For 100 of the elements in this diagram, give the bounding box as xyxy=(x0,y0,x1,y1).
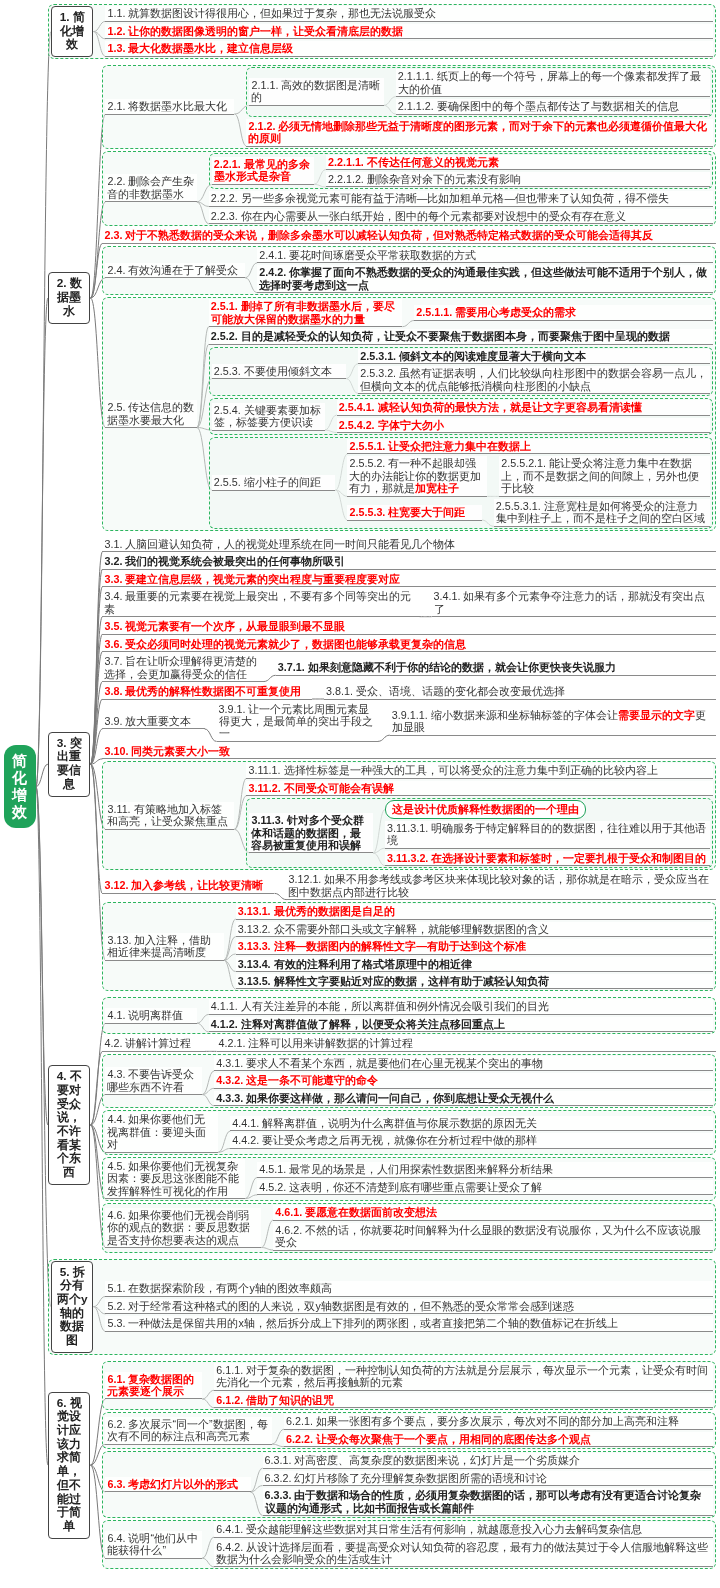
connector-line xyxy=(263,674,277,683)
connector-line xyxy=(201,1070,215,1096)
connector-line xyxy=(223,936,237,961)
branch-text: 4.4. 如果你要他们无视离群值：要迎头面对 xyxy=(105,1112,219,1153)
branch-text: 3.8.1. 受众、语境、话题的变化都会改变最优选择 xyxy=(324,684,716,700)
connector-line xyxy=(244,1176,258,1200)
connector-line xyxy=(201,1094,215,1107)
branch-text: 2.5.5.2. 有一种不起眼却强大的办法能让你的数据更加有力，那就是加宽柱子 xyxy=(347,456,488,497)
topic-box: 1. 简化增效 xyxy=(50,6,94,58)
branch-text: 2.1.1.1. 纸页上的每一个符号，屏幕上的每一个像素都发挥了最大的价值 xyxy=(395,69,710,98)
branch-text: 1.2. 让你的数据图像透明的窗户一样，让受众看清底层的数据 xyxy=(105,23,713,40)
branch-text: 2.4.2. 你掌握了面向不熟悉数据的受众的沟通最佳实践，但这些做法可能不适用于个别人，做选择时要考虑到这一点 xyxy=(257,265,713,294)
branch-text: 3.7.1. 如果刻意隐藏不利于你的结论的数据，就会让你更快丧失说服力 xyxy=(275,660,716,676)
branch-text: 5.3. 一种做法是保留共用的x轴，然后拆分成上下排列的两张图，或者直接把第二个轴的数值标记在折线上 xyxy=(105,1316,713,1332)
connector-line xyxy=(90,1464,106,1559)
connector-line xyxy=(196,1022,210,1033)
branch-text: 2.5.2. 目的是减轻受众的认知负荷，让受众不要聚焦于数据图本身，而要聚焦于图中呈现的数据 xyxy=(208,329,713,345)
branch-text: 3.3. 要建立信息层级，视觉元素的突出程度与重要程度要对应 xyxy=(102,571,716,588)
connector-line xyxy=(35,763,49,788)
branch-text: 2.5.5. 缩小柱子的间距 xyxy=(211,475,336,491)
connector-line xyxy=(90,698,103,765)
connector-line xyxy=(90,1398,106,1466)
branch-text: 2.5.4.2. 字体宁大勿小 xyxy=(336,417,710,433)
branch-text: 3.11.3.2. 在选择设计要素和标签时，一定要扎根于受众和制图目的 xyxy=(385,850,710,867)
branch-text: 3.11.1. 选择性标签是一种强大的工具，可以将受众的注意力集中到正确的比较内容上 xyxy=(246,763,713,779)
branch-text: 6.3. 考虑幻灯片以外的形式 xyxy=(105,1476,251,1493)
branch-text: 2.5.4.1. 减轻认知负荷的最快方法，就是让文字更容易看清读懂 xyxy=(336,400,710,416)
topic-box: 4. 不要对受众说，不许看某个东西 xyxy=(47,1065,91,1185)
branch-text: 3.2. 我们的视觉系统会被最突出的任何事物所吸引 xyxy=(102,554,716,570)
branch-text: 2.1.2. 必须无情地删除那些无益于清晰度的图形元素，而对于余下的元素也必须遵循价值最大化的原则 xyxy=(246,118,713,147)
branch-text: 2.3. 对于不熟悉数据的受众来说，删除多余墨水可以减轻认知负荷，但对熟悉特定格式数据的受众可能会适得其反 xyxy=(102,228,716,244)
branch-text: 3.4.1. 如果有多个元素争夺注意力的话，那就没有突出点了 xyxy=(431,589,716,618)
connector-line xyxy=(345,378,359,395)
branch-text: 4.1.2. 注释对离群值做了解释，以便受众将关注点移回重点上 xyxy=(208,1016,713,1033)
connector-line xyxy=(196,343,210,428)
connector-line xyxy=(313,183,327,188)
branch-text: 6.2. 多次展示“同一个”数据图，每次有不同的标注点和高亮元素 xyxy=(105,1416,273,1445)
branch-text: 3.6. 受众必须同时处理的视觉元素就少了，数据图也能够承载更复杂的信息 xyxy=(102,636,716,653)
connector-line xyxy=(335,453,348,491)
connector-line xyxy=(90,1124,106,1200)
connector-line xyxy=(377,734,391,742)
branch-text: 2.1.1. 高效的数据图是清晰的 xyxy=(249,77,384,106)
branch-text: 5.2. 对于经常看这种格式的图的人来说，双y轴数据图是有效的，但不熟悉的受众常常会感到迷惑 xyxy=(105,1298,713,1315)
connector-line xyxy=(90,1464,106,1493)
connector-line xyxy=(250,1491,264,1517)
branch-text: 4.6.2. 不然的话，你就要花时间解释为什么显眼的数据没有说服你，又为什么不应该说服受众 xyxy=(273,1222,713,1251)
connector-line xyxy=(260,1219,274,1248)
branch-text: 6.1. 复杂数据图的元素要逐个展示 xyxy=(105,1371,203,1400)
connector-line xyxy=(223,953,237,961)
connector-line xyxy=(204,1050,218,1052)
branch-text: 3.13.1. 最优秀的数据图是自足的 xyxy=(235,904,713,920)
connector-line xyxy=(93,1306,106,1332)
connector-line xyxy=(234,104,250,115)
branch-text: 3.12.1. 如果不用参考线或参考区块来体现比较对象的话，那你就是在暗示，受众应当在图中数据点内部进行比较 xyxy=(286,872,716,901)
connector-line xyxy=(383,96,397,106)
branch-text: 3.9. 放大重要文本 xyxy=(102,713,205,730)
branch-text: 4.3.2. 这是一条不可能遵守的命令 xyxy=(214,1073,713,1089)
branch-text: 4.5.2. 这表明，你还不清楚到底有哪些重点需要让受众了解 xyxy=(257,1179,713,1196)
connector-line xyxy=(196,378,213,428)
branch-text: 2.5.5.1. 让受众把注意力集中在数据上 xyxy=(347,439,710,455)
branch-text: 1.1. 就算数据图设计得很用心，但如果过于复杂，那也无法说服受众 xyxy=(105,6,713,22)
connector-line xyxy=(196,1013,210,1024)
connector-line xyxy=(90,758,103,765)
connector-line xyxy=(345,363,359,380)
connector-line xyxy=(244,262,258,279)
branch-text: 3.13.3. 注释—数据图内的解释性文字—有助于达到这个标准 xyxy=(235,939,713,955)
branch-text: 3.13. 加入注释，借助相近律来提高清晰度 xyxy=(105,932,224,961)
branch-text: 3.5. 视觉元素要有一个次序，从最显眼到最不显眼 xyxy=(102,619,716,635)
connector-line xyxy=(93,31,106,57)
connector-line xyxy=(250,1485,264,1493)
connector-line xyxy=(274,892,287,901)
branch-text: 3.11.3.1. 明确服务于特定解释目的的数据图，往往难以用于其他语境 xyxy=(385,820,710,849)
branch-text: 2.5.5.3. 柱宽要大于间距 xyxy=(347,505,482,521)
connector-line xyxy=(313,168,327,185)
branch-text: 3.13.2. 众不需要外部口头或文字解释，就能够理解数据图的含义 xyxy=(235,921,713,938)
connector-line xyxy=(217,1130,231,1153)
central-topic: 简化增效 xyxy=(4,745,36,829)
branch-text: 2.4.1. 要花时间琢磨受众平常获取数据的方式 xyxy=(257,247,713,264)
connector-line xyxy=(196,201,210,207)
connector-line xyxy=(196,427,213,491)
connector-line xyxy=(223,918,237,961)
branch-text: 4.4.2. 要让受众考虑之后再无视，就像你在分析过程中做的那样 xyxy=(230,1133,713,1149)
branch-text: 2.2. 删除会产生杂音的非数据墨水 xyxy=(105,174,197,203)
connector-line xyxy=(372,847,386,854)
branch-text: 4.6. 如果你要他们无视会削弱你的观点的数据：要反思数据是否支持你想要表达的观点 xyxy=(105,1207,262,1248)
topic-box: 5. 拆分有两个y轴的数据图 xyxy=(50,1260,94,1353)
branch-text: 2.5.3.1. 倾斜文本的阅读难度显著大于横向文本 xyxy=(358,348,710,365)
connector-line xyxy=(196,427,213,431)
branch-text: 2.5.5.3.1. 注意宽柱是如何将受众的注意力集中到柱子上，而不是柱子之间的空白区域 xyxy=(493,498,710,527)
branch-text: 3.10. 同类元素要大小一致 xyxy=(102,743,716,760)
branch-text: 4.3.1. 要求人不看某个东西，就是要他们在心里无视某个突出的事物 xyxy=(214,1055,713,1072)
branch-text: 3.11.3. 针对多个受众群体和话题的数据图，最容易被重复使用和误解 xyxy=(249,813,374,854)
branch-text: 2.5.3.2. 虽然有证据表明，人们比较纵向柱形图中的数据会容易一点儿，但横向文本的优点能够抵消横向柱形图的小缺点 xyxy=(358,366,710,395)
connector-line xyxy=(90,1124,106,1153)
connector-line xyxy=(419,616,433,618)
branch-text: 3.12. 加入参考线，让比较更清晰 xyxy=(102,878,275,894)
connector-line xyxy=(311,698,325,700)
branch-text: 6.2.1. 如果一张图有多个要点，要分多次展示，每次对不同的部分加上高亮和注释 xyxy=(284,1414,713,1430)
branch-text: 2.5.3. 不要使用倾斜文本 xyxy=(211,363,347,380)
connector-line xyxy=(204,728,218,742)
